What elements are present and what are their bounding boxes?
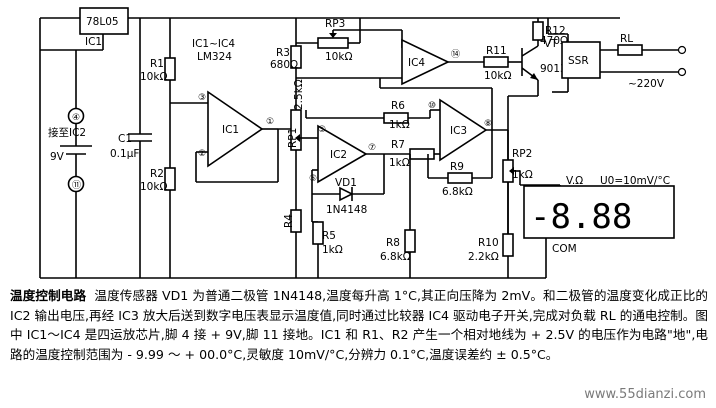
r7-value: 1kΩ (389, 157, 410, 169)
rp3-value: 10kΩ (325, 51, 352, 63)
load-rl: RL ~220V (600, 33, 687, 90)
meter-display: -8.88 (530, 197, 632, 237)
meter-unit-label: V.Ω (566, 175, 583, 187)
ic1-pin-fb: ② (198, 149, 206, 159)
connector-pin-bottom: ⑪ (72, 180, 81, 191)
r6-value: 1kΩ (389, 119, 410, 131)
r9-label: R9 (450, 161, 464, 173)
ic1-pin-in: ③ (198, 93, 206, 103)
resistor-r8: R8 6.8kΩ (380, 229, 416, 278)
ic2-pin-fb: ⑥ (309, 174, 317, 184)
r2-value: 10kΩ (140, 181, 167, 193)
resistor-r11: R11 10kΩ (483, 45, 522, 82)
solid-state-relay: SSR (547, 18, 601, 93)
r1-value: 10kΩ (140, 71, 167, 83)
r5-label: R5 (322, 230, 336, 242)
r3-label: R3 (276, 47, 290, 59)
ic-note-line2: LM324 (197, 51, 232, 63)
ic4-label: IC4 (408, 57, 425, 69)
resistors-r6-r7: R6 1kΩ R7 1kΩ (305, 100, 440, 230)
trimmer-rp2: RP2 1kΩ (502, 130, 560, 186)
circuit-schematic: 78L05 IC1 ④ ⑪ 接至IC2 9V C1 0.1μF R1 10kΩ (39, 7, 687, 279)
caption-title: 温度控制电路 (10, 288, 87, 303)
ic1-label: IC1 (222, 124, 239, 136)
site-watermark: www.55dianzi.com (584, 387, 706, 402)
resistor-r10: R10 2.2kΩ (468, 182, 514, 263)
rp1-value: 2.5kΩ (293, 79, 305, 110)
ic2-pin-in: ⑤ (318, 125, 326, 135)
digital-voltmeter: -8.88 V.Ω U0=10mV/°C COM (520, 175, 675, 279)
ic3-pin-in: ⑩ (428, 101, 436, 111)
r4-label: R4 (283, 214, 295, 228)
r3-value: 680Ω (270, 59, 298, 71)
r11-value: 10kΩ (484, 70, 511, 82)
r10-label: R10 (478, 237, 499, 249)
mains-label: ~220V (628, 78, 665, 90)
r5-value: 1kΩ (322, 244, 343, 256)
ic3-pin-out: ⑧ (484, 119, 492, 129)
regulator-78l05: 78L05 IC1 (79, 7, 129, 48)
ic1-pin-out: ① (266, 117, 274, 127)
vt-value: 9013 (540, 63, 567, 75)
rp1-label: RP1 (287, 128, 299, 148)
r10-value: 2.2kΩ (468, 251, 499, 263)
rl-label: RL (620, 33, 633, 45)
r2-label: R2 (150, 168, 164, 180)
ic2-label: IC2 (330, 149, 347, 161)
meter-scale-label: U0=10mV/°C (600, 175, 670, 187)
ic-note-line1: IC1~IC4 (192, 38, 235, 50)
trimmer-rp3: RP3 10kΩ (296, 18, 403, 63)
opamp-ic1: IC1 ③ ② ① (195, 90, 296, 183)
supply-voltage: 9V (50, 151, 65, 163)
r12-value: 470Ω (540, 35, 568, 47)
r8-label: R8 (386, 237, 400, 249)
c1-label: C1 (118, 133, 132, 145)
meter-com-label: COM (552, 243, 577, 255)
rp2-label: RP2 (512, 148, 532, 160)
opamp-ic3: IC3 ⑩ ⑧ R9 6.8kΩ (379, 78, 508, 198)
connector-pin-top: ④ (72, 113, 80, 123)
r11-label: R11 (486, 45, 507, 57)
ssr-label: SSR (568, 55, 589, 67)
divider-r1-r2: R1 10kΩ R2 10kΩ (140, 18, 208, 278)
regulator-ic-tag: IC1 (85, 36, 102, 48)
reference-string: R3 680Ω RP1 2.5kΩ R4 (270, 18, 380, 278)
vd1-label: VD1 (335, 177, 357, 189)
vd1-value: 1N4148 (326, 204, 367, 216)
r7-label: R7 (391, 139, 405, 151)
connector-label: 接至IC2 (48, 126, 86, 139)
comparator-ic4: IC4 ⑭ (380, 38, 484, 86)
c1-value: 0.1μF (110, 148, 139, 160)
r8-value: 6.8kΩ (380, 251, 411, 263)
opamp-ic2: IC2 ⑤ ⑥ ⑦ VD1 1N4148 R5 1kΩ (306, 124, 410, 278)
supply-connector: ④ ⑪ 接至IC2 9V (48, 50, 92, 278)
caption-body: 温度传感器 VD1 为普通二极管 1N4148,温度每升高 1°C,其正向压降为… (10, 288, 708, 362)
capacitor-c1: C1 0.1μF (110, 18, 152, 278)
vt-label: VT (544, 38, 558, 50)
rp3-label: RP3 (325, 18, 345, 30)
r6-label: R6 (391, 100, 405, 112)
r1-label: R1 (150, 58, 164, 70)
r9-value: 6.8kΩ (442, 186, 473, 198)
ic4-pin-out: ⑭ (451, 49, 460, 60)
ic2-pin-out: ⑦ (368, 143, 376, 153)
rp2-value: 1kΩ (512, 169, 533, 181)
figure-caption: 温度控制电路 温度传感器 VD1 为普通二极管 1N4148,温度每升高 1°C… (10, 286, 708, 364)
ic3-label: IC3 (450, 125, 467, 137)
regulator-label: 78L05 (86, 16, 119, 28)
